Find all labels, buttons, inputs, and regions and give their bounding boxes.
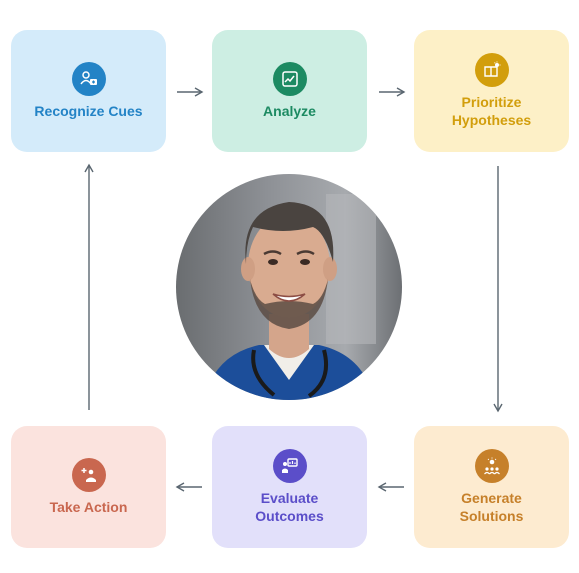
step-take-action: Take Action [11, 426, 166, 548]
doctor-portrait [176, 174, 402, 400]
book-idea-icon [474, 53, 509, 87]
team-idea-icon [474, 449, 509, 483]
step-label: Prioritize Hypotheses [451, 94, 532, 128]
step-label: Evaluate Outcomes [255, 490, 324, 524]
step-label: Generate Solutions [459, 490, 524, 524]
presentation-icon [272, 449, 307, 483]
step-evaluate-outcomes: Evaluate Outcomes [212, 426, 367, 548]
care-action-icon [71, 458, 106, 492]
chart-analysis-icon [272, 62, 307, 96]
step-label: Recognize Cues [34, 103, 143, 119]
step-analyze: Analyze [212, 30, 367, 152]
step-label: Analyze [263, 103, 316, 119]
step-label: Take Action [49, 499, 128, 515]
step-generate-solutions: Generate Solutions [414, 426, 569, 548]
step-recognize-cues: Recognize Cues [11, 30, 166, 152]
patient-cues-icon [71, 62, 106, 96]
step-prioritize-hypotheses: Prioritize Hypotheses [414, 30, 569, 152]
